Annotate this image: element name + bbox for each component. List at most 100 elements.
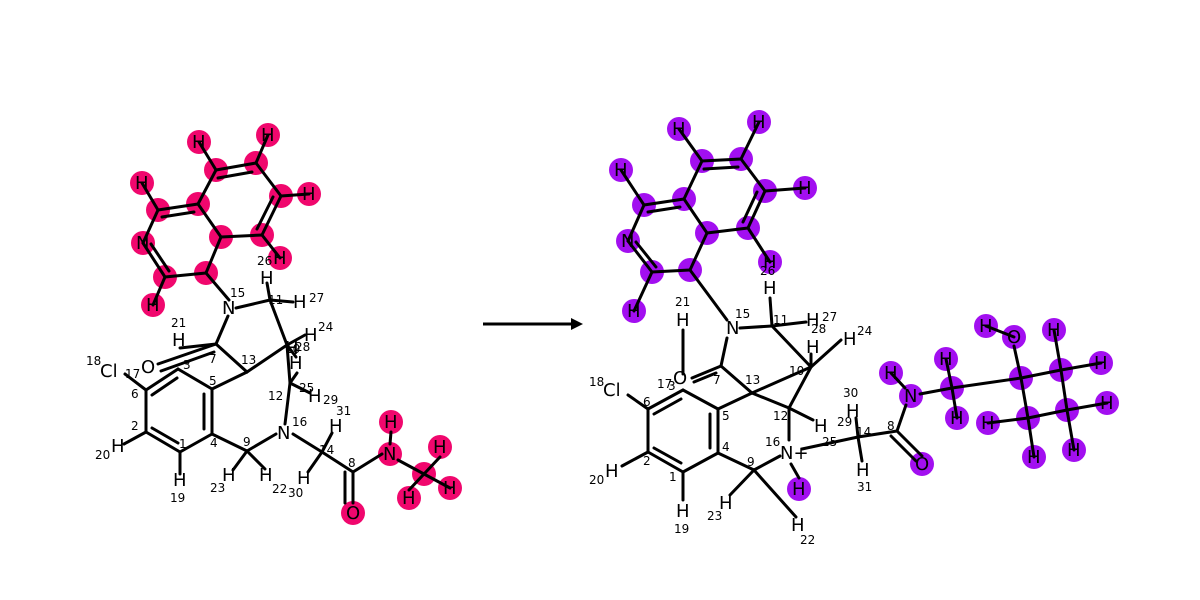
reactant-atom-numbers: 1 2 3 4 5 6 7 8 9 10 11 12 13 14 15 16 1… <box>86 254 356 505</box>
product-atom-h: H <box>676 310 690 331</box>
reactant-atom-n: N <box>222 298 235 319</box>
reactant-atom-h: H <box>172 330 186 351</box>
product-atom-h: H <box>884 363 898 384</box>
reactant-atom-number: 8 <box>348 456 356 470</box>
reactant-atom-number: 15 <box>230 286 245 300</box>
reactant-atom-number: 11 <box>268 293 283 307</box>
reactant-atom-h: H <box>297 468 311 489</box>
reactant-atom-number: 21 <box>171 316 186 330</box>
reactant-atom-number: 29 <box>323 393 338 407</box>
reactant-atom-h: H <box>289 353 303 374</box>
product-atom-number: 14 <box>856 425 871 439</box>
product-atom-h: H <box>791 515 805 536</box>
product-atom-number: 21 <box>675 295 690 309</box>
reactant-atom-h: H <box>285 338 299 359</box>
product-atom-number: 8 <box>887 419 895 433</box>
product-atom-h: H <box>806 337 820 358</box>
reactant-atom-number: 26 <box>257 254 272 268</box>
product-atom-number: 27 <box>822 310 837 324</box>
product-atom-number: 29 <box>837 415 852 429</box>
reactant-atom-number: 27 <box>309 291 324 305</box>
product-atom-h: H <box>806 310 820 331</box>
product-atom-number: 15 <box>735 307 750 321</box>
product-atom-h: H <box>614 160 628 181</box>
product-atom-h: H <box>676 501 690 522</box>
reactant-atom-number: 6 <box>131 387 139 401</box>
product-atom-number: 26 <box>760 264 775 278</box>
product-atom-number: 6 <box>643 395 651 409</box>
reactant-atom-h: H <box>302 184 316 205</box>
reactant-atom-number: 1 <box>179 437 187 451</box>
reactant-atom-h: H <box>433 437 447 458</box>
product-atom-numbers: 1 2 3 4 5 6 7 8 9 10 11 12 13 14 15 16 1… <box>589 264 895 547</box>
reactant-atom-number: 18 <box>86 354 101 368</box>
reactant-atom-number: 24 <box>318 320 333 334</box>
reactant-atom-number: 12 <box>268 389 283 403</box>
product-atom-h: H <box>719 493 733 514</box>
product-atom-cl: Cl <box>603 380 621 401</box>
product-atom-number: 2 <box>643 454 651 468</box>
product-atom-h: H <box>752 112 766 133</box>
reactant-atom-number: 19 <box>170 491 185 505</box>
product-atom-n: N <box>904 386 917 407</box>
reactant-atom-n: N <box>136 233 149 254</box>
product-atom-number: 11 <box>773 313 788 327</box>
reactant-atom-h: H <box>260 268 274 289</box>
product-atom-h: H <box>1047 320 1061 341</box>
reactant-atom-h: H <box>173 470 187 491</box>
product-molecule: H H H H N H H H N H H H H H O Cl H H N+ … <box>589 110 1119 547</box>
product-atom-number: 16 <box>765 435 780 449</box>
product-atom-h: H <box>1094 353 1108 374</box>
reactant-atom-h: H <box>293 292 307 313</box>
reactant-atom-h: H <box>192 132 206 153</box>
reactant-atom-n: N <box>383 444 396 465</box>
product-atom-h: H <box>672 119 686 140</box>
reactant-atom-number: 2 <box>131 419 139 433</box>
product-atom-h: H <box>792 479 806 500</box>
product-atom-number: 12 <box>773 409 788 423</box>
product-atom-h: H <box>605 461 619 482</box>
reactant-atom-number: 10 <box>285 342 300 356</box>
reaction-arrow <box>483 318 583 330</box>
product-atom-h: H <box>798 178 812 199</box>
product-bonds <box>619 120 1109 519</box>
reactant-atom-h: H <box>259 465 273 486</box>
reactant-atom-number: 16 <box>292 415 307 429</box>
product-atom-number: 18 <box>589 375 604 389</box>
product-atom-h: H <box>939 349 953 370</box>
product-atom-h: H <box>981 413 995 434</box>
reactant-atom-o: O <box>141 357 155 378</box>
reactant-atom-h: H <box>111 436 125 457</box>
reactant-molecule: H H H H N H H H N H H H H H H O Cl H H N… <box>86 123 462 525</box>
reactant-atom-h: H <box>402 488 416 509</box>
product-atom-h: H <box>1067 440 1081 461</box>
product-atom-h: H <box>856 460 870 481</box>
reactant-atom-number: 7 <box>209 352 217 366</box>
product-atom-n16: N+ <box>780 443 809 464</box>
product-atom-number: 28 <box>811 322 826 336</box>
product-atom-number: 10 <box>789 364 804 378</box>
reactant-atom-h: H <box>222 465 236 486</box>
product-atom-h: H <box>1100 393 1114 414</box>
reactant-atom-h: H <box>261 125 275 146</box>
reactant-bonds <box>122 133 452 505</box>
reactant-atom-number: 25 <box>299 381 314 395</box>
product-atom-h: H <box>814 416 828 437</box>
reactant-atom-n: N <box>277 423 290 444</box>
reactant-atom-number: 13 <box>241 353 256 367</box>
product-atom-number: 4 <box>722 440 730 454</box>
reactant-atom-number: 3 <box>183 358 191 372</box>
product-atom-number: 5 <box>722 409 730 423</box>
product-atom-number: 9 <box>747 455 755 469</box>
product-atom-number: 19 <box>674 522 689 536</box>
product-atom-o: O <box>673 368 687 389</box>
product-atom-h: H <box>979 316 993 337</box>
reactant-atom-h: H <box>443 478 457 499</box>
reactant-atom-h: H <box>304 325 318 346</box>
product-atom-number: 24 <box>857 324 872 338</box>
product-atom-h: H <box>843 329 857 350</box>
product-atom-number: 17 <box>657 377 672 391</box>
product-atom-number: 20 <box>589 473 604 487</box>
product-atom-number: 23 <box>707 509 722 523</box>
